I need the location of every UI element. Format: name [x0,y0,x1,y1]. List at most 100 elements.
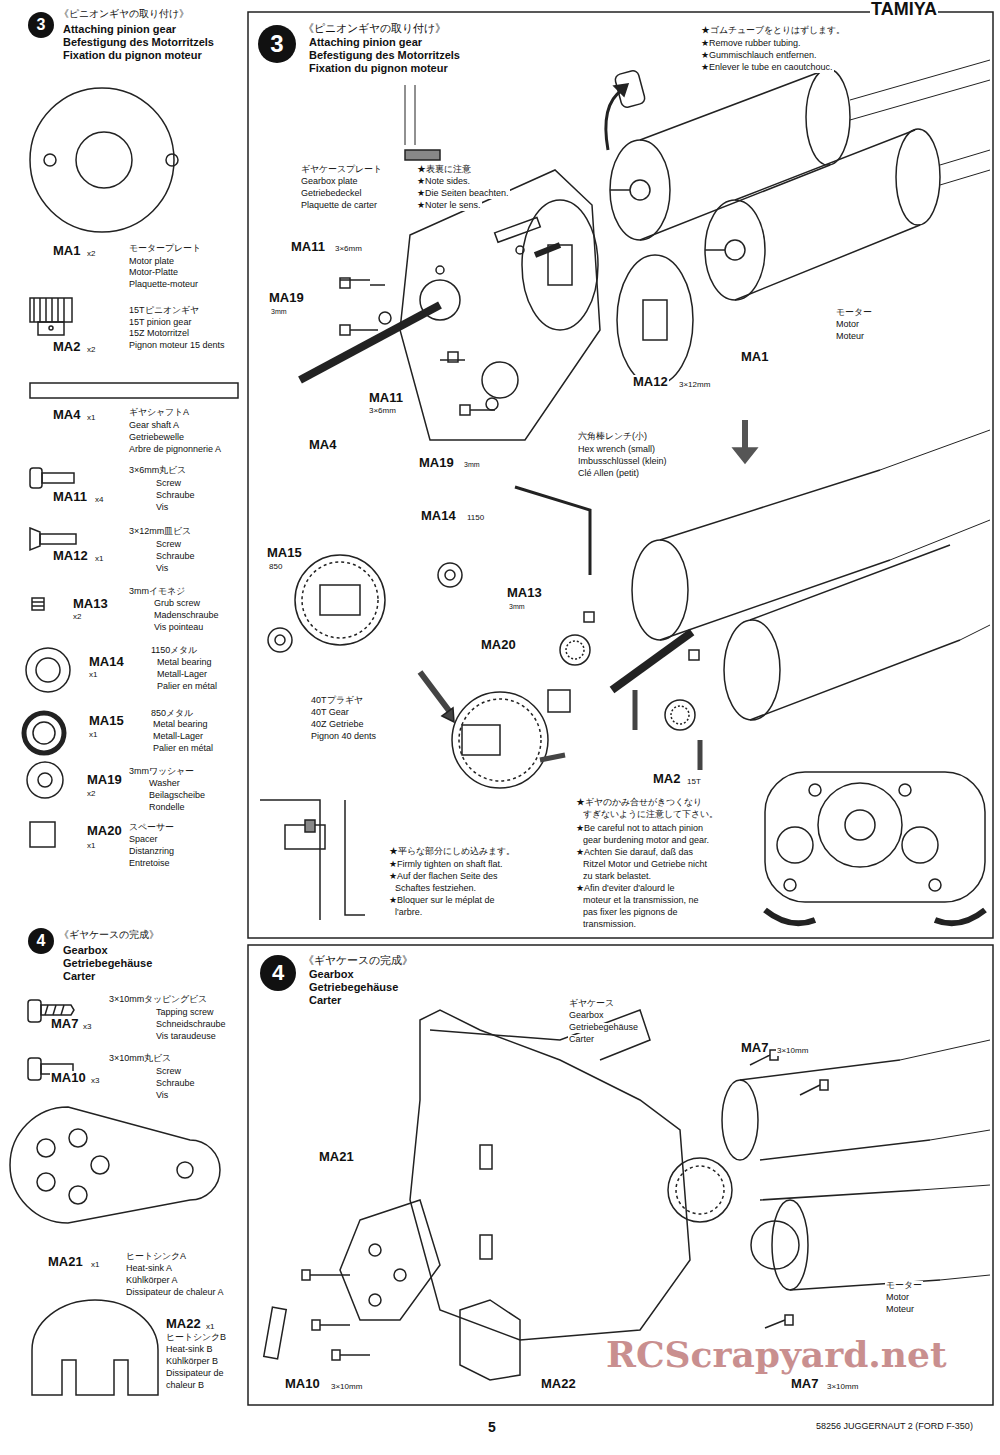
label-text: 40Z Getriebe [310,720,365,730]
label-text: Grub screw [153,599,201,609]
label-text: モーター [885,1281,923,1291]
label-text: ギヤケースプレート [300,165,383,175]
label-text: x2 [86,790,96,799]
part-number: MA10 [50,1071,87,1085]
label-text: Screw [155,540,182,550]
part-number: MA11 [368,391,404,405]
part-number: MA21 [47,1255,84,1269]
label-text: x3 [90,1077,100,1086]
part-number: MA2 [652,772,681,786]
label-text: Vis taraudeuse [155,1032,217,1042]
label-text: 3×10mm丸ビス [108,1054,172,1064]
label-text: Motor [885,1293,910,1303]
label-text: Metal bearing [152,720,209,730]
label-text: ★Auf der flachen Seite des [388,872,499,882]
part-number: MA1 [52,244,81,258]
part-number: MA15 [88,714,125,728]
label-text: chaleur B [165,1381,205,1391]
label-text: ギヤシャフトA [128,408,190,418]
label-text: ★Gummischlauch entfernen. [700,51,818,61]
label-text: ★Enlever le tube en caoutchouc. [700,63,834,73]
label-text: ★Die Seiten beachten. [416,189,510,199]
label-text: Beilagscheibe [148,791,206,801]
label-text: Attaching pinion gear [62,23,177,35]
part-number: MA19 [86,773,123,787]
label-text: 40Tプラギヤ [310,696,364,706]
label-text: 58256 JUGGERNAUT 2 (FORD F-350) [815,1422,974,1432]
label-text: ヒートシンクB [165,1333,227,1343]
label-text: Dissipateur de [165,1369,225,1379]
label-text: 3×10mm [776,1047,809,1056]
label-text: Vis [155,1091,169,1101]
part-number: MA20 [480,638,517,652]
part-number: MA19 [418,456,455,470]
part-number: MA20 [86,824,123,838]
part-number: MA22 [540,1377,577,1391]
label-text: x1 [94,555,104,564]
label-text: 《ピニオンギヤの取り付け》 [58,8,190,19]
part-number: MA21 [318,1150,355,1164]
label-text: ★表裏に注意 [416,165,472,175]
label-text: Gearbox [568,1011,605,1021]
label-text: 3mm [463,461,481,469]
label-text: 3mm [270,308,288,316]
label-text: モーター [835,308,873,318]
label-text: Pignon 40 dents [310,732,377,742]
label-text: ★Achten Sie darauf, daß das [575,848,694,858]
label-text: x1 [86,414,96,423]
part-number: MA14 [420,509,457,523]
label-text: 3mm [508,603,526,611]
part-number: MA10 [284,1377,321,1391]
label-text: TAMIYA [870,0,938,20]
label-text: スペーサー [128,823,175,833]
label-text: 1150 [466,514,485,523]
label-text: Gearbox [308,968,355,980]
label-text: ★Note sides. [416,177,471,187]
label-text: ★Bloquer sur le méplat de [388,896,496,906]
part-number: MA11 [52,490,88,504]
step-number-circle: 4 [260,955,296,991]
label-text: Carter [62,970,96,982]
label-text: 3mmイモネジ [128,587,186,597]
part-number: MA7 [790,1377,819,1391]
label-text: 5 [487,1420,497,1435]
label-text: gear burdening motor and gear. [582,836,710,846]
label-text: Entretoise [128,859,171,869]
label-text: x1 [88,731,98,740]
label-text: 3mmワッシャー [128,767,195,777]
label-text: x2 [86,250,96,259]
label-text: moteur et la transmission, ne [582,896,700,906]
label-text: Clé Allen (petit) [577,469,640,479]
part-number: MA11 [290,240,326,254]
label-text: Distanzring [128,847,175,857]
label-text: Imbusschlüssel (klein) [577,457,668,467]
part-number: MA13 [506,586,543,600]
label-text: Motor [835,320,860,330]
part-number: MA15 [266,546,303,560]
label-text: 15Tピニオンギヤ [128,306,200,316]
step-number: 4 [37,933,46,949]
part-number: MA12 [632,375,669,389]
label-text: ★Noter le sens. [416,201,482,211]
label-text: zu stark belastet. [582,872,652,882]
label-text: 3×12mm皿ビス [128,527,192,537]
part-number: MA7 [50,1017,79,1031]
label-text: Gearbox plate [300,177,359,187]
label-text: 850メタル [150,709,194,719]
step-number-circle: 4 [28,928,54,954]
label-text: ★ギヤのかみ合せがきつくなり [575,798,703,808]
label-text: x4 [94,496,104,505]
label-text: Tapping screw [155,1008,215,1018]
label-text: Plaquette-moteur [128,280,199,290]
label-text: 《ギヤケースの完成》 [302,954,414,966]
label-text: Palier en métal [156,682,218,692]
label-text: すぎないように注意して下さい。 [582,810,719,820]
label-text: Screw [155,1067,182,1077]
part-number: MA4 [52,408,81,422]
label-text: 15T [686,778,702,787]
label-text: Palier en métal [152,744,214,754]
label-text: Heat-sink A [125,1264,173,1274]
label-text: 3×10mm [826,1383,859,1392]
label-text: ★Firmly tighten on shaft flat. [388,860,504,870]
